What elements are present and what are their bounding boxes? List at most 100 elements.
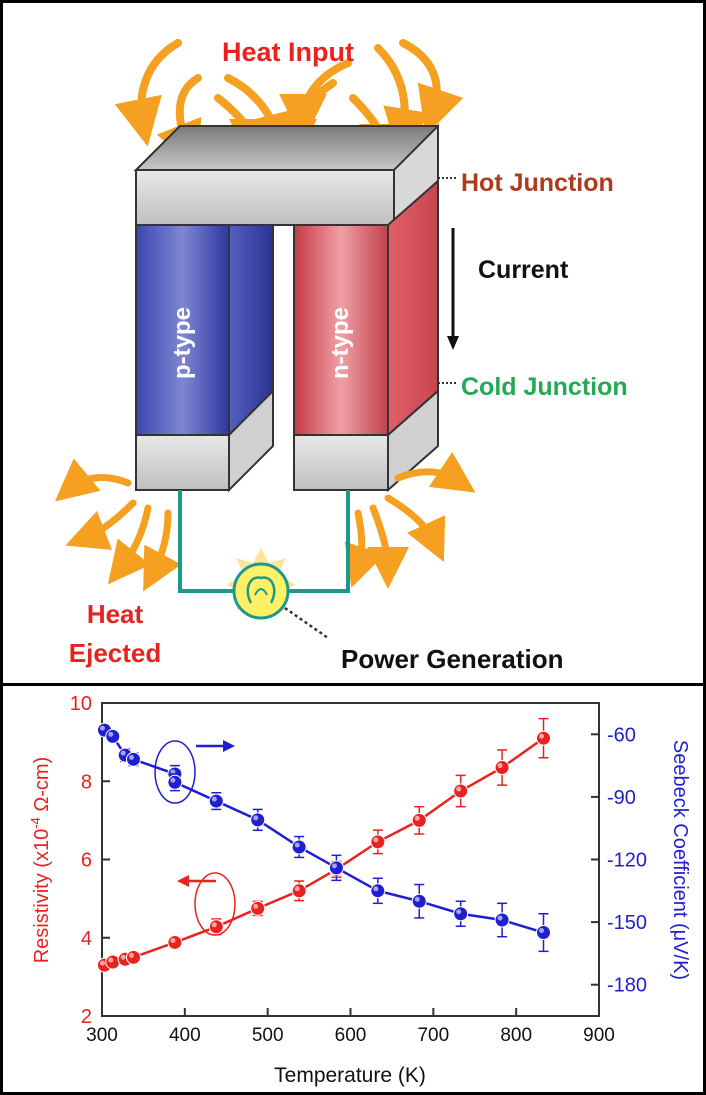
data-point-right xyxy=(250,812,266,828)
heat-ejected-arrows xyxy=(54,451,476,592)
data-point-highlight xyxy=(120,954,126,960)
data-point-highlight xyxy=(456,786,462,792)
heat-arrow-icon xyxy=(399,39,464,136)
heat-arrow-icon xyxy=(344,509,385,588)
data-point-highlight xyxy=(170,937,176,943)
data-point-highlight xyxy=(373,837,379,843)
data-point-highlight xyxy=(497,915,503,921)
data-point-highlight xyxy=(253,815,259,821)
heat-arrow-icon xyxy=(366,504,409,589)
x-tick-label: 800 xyxy=(500,1025,532,1046)
data-point-highlight xyxy=(128,754,134,760)
data-point-highlight xyxy=(331,863,337,869)
heat-arrow-icon xyxy=(107,504,152,585)
data-point-highlight xyxy=(497,763,503,769)
data-point-highlight xyxy=(294,886,300,892)
data-point-left xyxy=(208,919,224,935)
power-generation-label: Power Generation xyxy=(341,644,564,674)
data-point-left xyxy=(494,760,510,776)
p-type-label: p-type xyxy=(169,307,196,379)
data-point-highlight xyxy=(539,928,545,934)
heat-arrow-icon xyxy=(374,44,431,157)
heat-input-label: Heat Input xyxy=(222,37,354,67)
heat-arrow-icon xyxy=(394,451,476,493)
data-point-highlight xyxy=(99,960,105,966)
data-point-highlight xyxy=(456,909,462,915)
data-point-highlight xyxy=(99,725,105,731)
hot-junction-label: Hot Junction xyxy=(461,169,614,197)
right-y-tick-label: -120 xyxy=(607,850,647,872)
right-arrow-blue xyxy=(196,740,235,752)
data-point-highlight xyxy=(211,922,217,928)
data-point-highlight xyxy=(211,796,217,802)
data-point-highlight xyxy=(253,903,259,909)
data-point-highlight xyxy=(414,896,420,902)
series-line-right xyxy=(103,729,544,934)
heat-arrow-icon xyxy=(384,494,446,563)
heat-arrow-icon xyxy=(114,39,182,147)
data-point-right xyxy=(208,793,224,809)
data-point-highlight xyxy=(170,769,176,775)
data-point-highlight xyxy=(414,815,420,821)
x-tick-label: 900 xyxy=(583,1025,615,1046)
data-point-left xyxy=(291,883,307,899)
data-point-left xyxy=(125,949,141,965)
data-point-right xyxy=(167,774,183,790)
data-point-left xyxy=(453,783,469,799)
current-label: Current xyxy=(478,256,569,284)
heat-ejected-label-line2: Ejected xyxy=(69,638,162,668)
data-point-right xyxy=(494,912,510,928)
p-type-leg: p-type xyxy=(135,224,274,493)
panel-divider xyxy=(0,683,706,686)
data-point-left xyxy=(370,834,386,850)
left-y-tick-label: 6 xyxy=(81,850,92,872)
right-y-axis: -60-90-120-150-180 xyxy=(591,724,647,997)
left-axis-label-pre: Resistivity (x10 xyxy=(31,829,53,963)
data-point-highlight xyxy=(373,886,379,892)
hot-junction-block xyxy=(133,123,439,228)
red-ellipse xyxy=(194,872,236,936)
thermoelectric-diagram: Heat Input p-type n-type Hot Junction Cu… xyxy=(54,37,628,674)
heat-ejected-label-line1: Heat xyxy=(87,599,144,629)
right-axis-label: Seebeck Coefficient (μV/K) xyxy=(669,740,691,980)
data-point-right xyxy=(291,839,307,855)
current-arrow-icon xyxy=(447,228,459,350)
data-point-left xyxy=(250,900,266,916)
data-point-right xyxy=(370,883,386,899)
data-point-left xyxy=(105,954,121,970)
data-point-left xyxy=(411,812,427,828)
left-arrow-red xyxy=(177,875,216,887)
right-y-tick-label: -60 xyxy=(607,724,636,746)
data-point-right xyxy=(536,925,552,941)
data-point-right xyxy=(125,751,141,767)
left-axis-label-sup: -4 xyxy=(28,817,43,829)
data-point-highlight xyxy=(120,750,126,756)
blue-ellipse xyxy=(154,740,196,804)
left-y-tick-label: 4 xyxy=(81,928,92,950)
data-point-right xyxy=(411,893,427,909)
heat-arrow-icon xyxy=(279,59,352,142)
data-point-right xyxy=(328,860,344,876)
x-axis-label: Temperature (K) xyxy=(274,1064,426,1087)
x-tick-label: 500 xyxy=(252,1025,284,1046)
data-point-highlight xyxy=(170,777,176,783)
data-point-right xyxy=(105,728,121,744)
x-tick-label: 700 xyxy=(417,1025,449,1046)
x-tick-label: 400 xyxy=(169,1025,201,1046)
right-y-tick-label: -150 xyxy=(607,912,647,934)
data-point-highlight xyxy=(108,957,114,963)
n-type-leg: n-type xyxy=(293,178,439,493)
lightbulb-icon xyxy=(227,548,295,621)
data-point-highlight xyxy=(128,952,134,958)
right-y-tick-label: -180 xyxy=(607,975,647,997)
left-y-tick-label: 2 xyxy=(81,1006,92,1028)
data-point-highlight xyxy=(294,842,300,848)
cold-junction-label: Cold Junction xyxy=(461,373,628,401)
data-point-highlight xyxy=(108,731,114,737)
heat-arrow-icon xyxy=(143,509,182,592)
left-y-tick-label: 10 xyxy=(70,693,92,715)
data-point-right xyxy=(453,906,469,922)
